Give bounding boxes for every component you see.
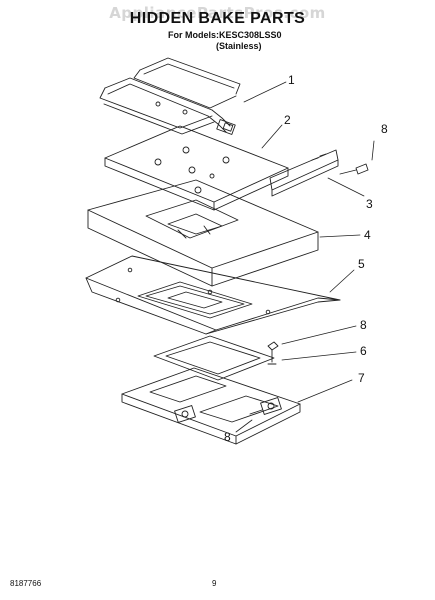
callout-labels: 1 2 8 3 4 5 8 6 7 8 <box>224 73 388 444</box>
leader-line-1 <box>243 81 287 103</box>
callout-7: 7 <box>358 371 365 385</box>
part-screw-upper <box>339 163 369 175</box>
leader-line-6 <box>281 351 357 361</box>
callout-8-bottom: 8 <box>224 430 231 444</box>
watermark: AppliancePartsPros.com <box>109 4 326 22</box>
leader-line-8c <box>235 419 253 433</box>
callout-3: 3 <box>366 197 373 211</box>
leader-line-4 <box>319 234 361 238</box>
part-insulation <box>87 179 319 287</box>
part-bracket <box>269 149 339 197</box>
callout-8-top: 8 <box>381 122 388 136</box>
page-title: HIDDEN BAKE PARTS <box>129 10 306 27</box>
model-finish: (Stainless) <box>216 41 262 51</box>
callout-4: 4 <box>364 228 371 242</box>
part-gasket <box>153 335 275 381</box>
page-number: 9 <box>212 579 217 588</box>
document-number: 8187766 <box>10 579 42 588</box>
models-prefix: For Models: <box>168 30 219 40</box>
leader-line-8a <box>371 140 375 161</box>
callout-2: 2 <box>284 113 291 127</box>
callout-1: 1 <box>288 73 295 87</box>
part-oven-bottom <box>85 255 341 335</box>
model-info: For Models:KESC308LSS0 (Stainless) <box>168 30 328 52</box>
leader-line-2 <box>261 124 283 149</box>
callout-8-middle: 8 <box>360 318 367 332</box>
callout-5: 5 <box>358 257 365 271</box>
part-screw-middle <box>267 341 279 365</box>
leader-line-5 <box>329 269 355 293</box>
part-bake-element <box>99 57 241 135</box>
leader-lines <box>235 81 375 433</box>
callout-6: 6 <box>360 344 367 358</box>
part-bottom-panel <box>121 367 301 445</box>
leader-line-7 <box>297 379 353 403</box>
leader-line-8b <box>281 325 357 345</box>
model-number: KESC308LSS0 <box>219 30 282 40</box>
leader-line-3 <box>327 177 365 197</box>
